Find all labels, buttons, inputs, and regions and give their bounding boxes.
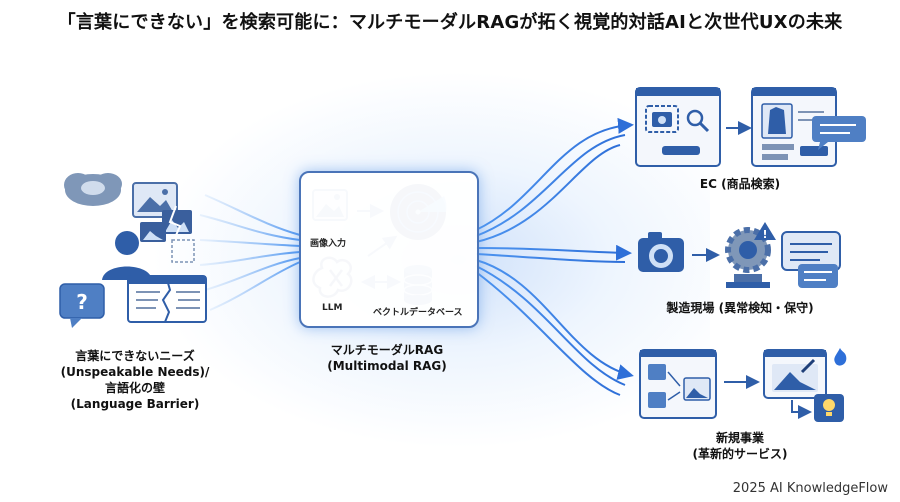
output-label-ec: EC (商品検索) (660, 176, 820, 192)
center-label: マルチモーダルRAG (Multimodal RAG) (297, 342, 477, 374)
left-label-line: 言語化の壁 (104, 381, 165, 395)
camera-icon (638, 232, 684, 272)
torn-document-icon (127, 275, 207, 323)
dashed-frame-icon (171, 239, 195, 263)
newbiz-window-left (639, 349, 717, 419)
lightbulb-icon (814, 394, 844, 422)
output-label-line: 製造現場 (異常検知・保守) (666, 301, 814, 315)
cloud-icon (64, 173, 122, 206)
left-label-line: (Language Barrier) (70, 397, 200, 411)
llm-label: LLM (322, 303, 343, 313)
footer-credit: 2025 AI KnowledgeFlow (732, 481, 888, 496)
image-icon (132, 182, 178, 218)
outgoing-streams (475, 117, 634, 396)
page-title: 「言葉にできない」を検索可能に：マルチモーダルRAGが拓く視覚的対話AIと次世代… (57, 12, 843, 33)
output-label-line: EC (商品検索) (699, 177, 781, 191)
center-label-line: (Multimodal RAG) (327, 359, 447, 373)
svg-text:?: ? (76, 290, 88, 314)
incoming-streams (199, 194, 301, 311)
multimodal-rag-box (299, 171, 479, 328)
left-label-line: (Unspeakable Needs)/ (60, 365, 210, 379)
center-label-line: マルチモーダルRAG (330, 343, 444, 357)
vector-db-label: ベクトルデータベース (373, 308, 463, 318)
ec-chat-bubble-icon (812, 116, 866, 150)
left-label: 言葉にできないニーズ (Unspeakable Needs)/ 言語化の壁 (L… (50, 348, 220, 412)
broken-image-icon (162, 205, 192, 241)
output-label-line: (革新的サービス) (692, 447, 788, 461)
left-label-line: 言葉にできないニーズ (75, 349, 195, 363)
output-label-line: 新規事業 (715, 431, 764, 445)
warning-icon: ! (754, 222, 776, 241)
output-label-new-business: 新規事業 (革新的サービス) (660, 430, 820, 462)
output-label-manufacturing: 製造現場 (異常検知・保守) (640, 300, 840, 316)
svg-text:!: ! (762, 228, 767, 241)
flame-icon (834, 348, 847, 366)
image-input-label: 画像入力 (310, 239, 347, 249)
mfg-chat-bubble-icon (781, 231, 841, 271)
newbiz-window-right (763, 349, 827, 399)
newbiz-elbow-arrow (791, 400, 812, 419)
ec-search-window (635, 87, 721, 167)
ec-product-window (751, 87, 837, 167)
mfg-chat-bubble-small-icon (798, 264, 838, 288)
small-image-icon (140, 222, 166, 242)
question-bubble-icon: ? (59, 283, 105, 328)
